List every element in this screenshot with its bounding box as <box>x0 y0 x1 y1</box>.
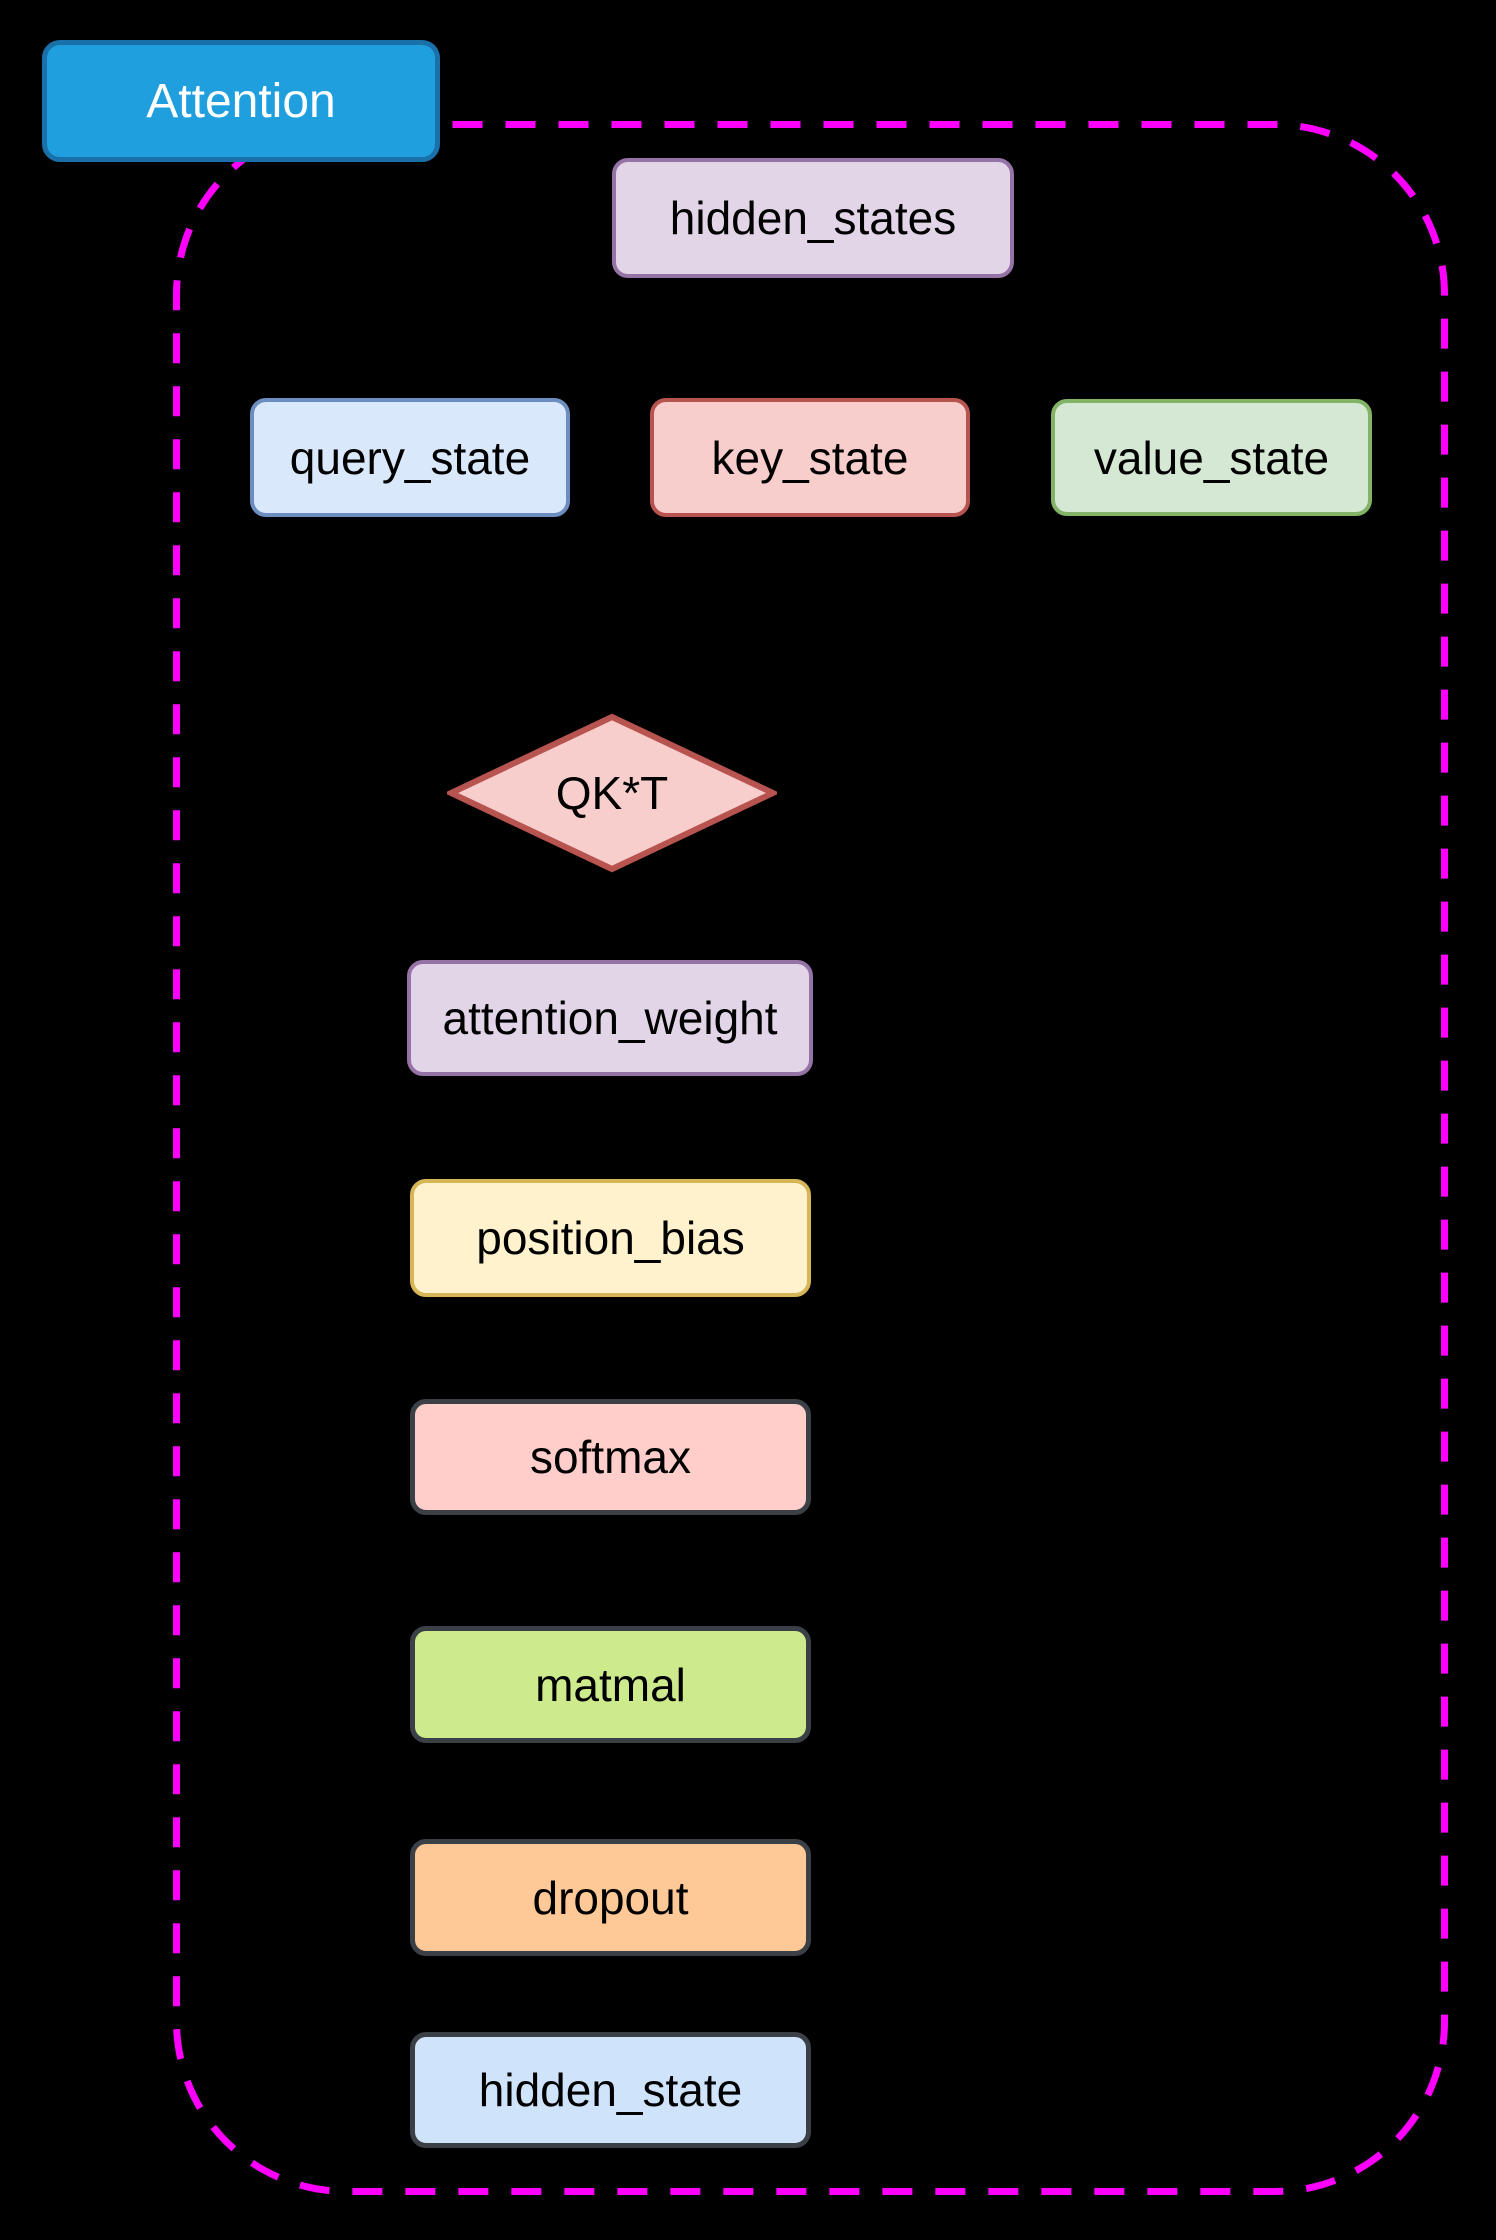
attention-title-label: Attention <box>146 74 336 128</box>
node-dropout-label: dropout <box>532 1871 689 1924</box>
node-value-state: value_state <box>1051 399 1372 516</box>
node-key-state: key_state <box>650 398 970 517</box>
node-softmax: softmax <box>410 1399 811 1515</box>
node-key-state-label: key_state <box>711 431 909 484</box>
node-attention-weight: attention_weight <box>407 960 813 1076</box>
node-matmal: matmal <box>410 1626 811 1743</box>
node-query-state-label: query_state <box>289 431 531 484</box>
node-dropout: dropout <box>410 1839 811 1956</box>
node-hidden-state-label: hidden_state <box>478 2064 743 2116</box>
node-hidden-states: hidden_states <box>612 158 1014 278</box>
node-qkt-label: QK*T <box>555 767 669 819</box>
node-position-bias-label: position_bias <box>476 1212 745 1264</box>
node-qkt-diamond: QK*T <box>447 713 777 873</box>
node-attention-weight-label: attention_weight <box>442 992 778 1044</box>
node-value-state-label: value_state <box>1093 431 1330 484</box>
node-softmax-label: softmax <box>529 1431 692 1483</box>
node-matmal-label: matmal <box>535 1658 686 1711</box>
node-hidden-states-label: hidden_states <box>669 192 957 244</box>
node-position-bias: position_bias <box>410 1179 811 1297</box>
node-query-state: query_state <box>250 398 570 517</box>
attention-title-node: Attention <box>42 40 440 162</box>
node-hidden-state: hidden_state <box>410 2032 811 2148</box>
